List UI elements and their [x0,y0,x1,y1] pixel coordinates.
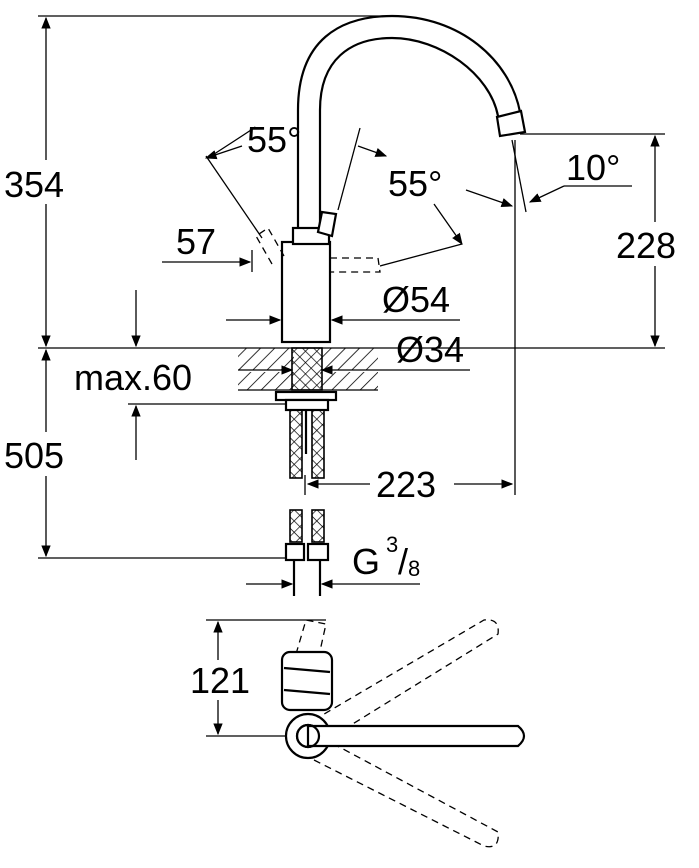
dimension-505-label: 505 [4,435,64,476]
dimension-354-label: 354 [4,164,64,205]
angle-55-right-label: 55° [388,163,442,204]
dimension-505: 505 [0,348,86,558]
thread-numerator: 3 [386,532,398,557]
dimension-121-label: 121 [190,660,250,701]
faucet-body [255,210,381,344]
thread-letter: G [352,541,380,582]
thread-denominator: 8 [408,556,420,581]
dimension-max-60-label: max.60 [74,357,192,398]
dimension-diameter-34-label: Ø34 [396,329,464,370]
thread-g-3-8: G 3 / 8 [246,532,420,589]
angle-55-left-label: 55° [247,119,301,160]
dimension-354: 354 [0,16,86,348]
dimension-diameter-54-label: Ø54 [382,279,450,320]
dimension-diameter-34: Ø34 [238,329,470,375]
countertop-section [238,348,378,391]
angle-10-label: 10° [566,147,620,188]
angle-55-right: 55° [379,163,463,267]
dimension-228-label: 228 [616,225,676,266]
angle-55-left: 55° [204,119,388,239]
dimension-57-label: 57 [176,221,216,262]
plan-view: 121 [186,619,526,848]
mounting-assembly [274,347,338,596]
dimension-223: 223 [306,462,514,505]
dimension-228: 228 [612,134,698,348]
dimension-diameter-54: Ø54 [226,279,460,325]
angle-10-spout: 10° [465,139,632,213]
dimension-223-label: 223 [376,464,436,505]
spout [296,14,527,232]
dimension-max-60: max.60 [74,290,290,460]
reference-lines [38,15,665,559]
thread-slash: / [398,541,408,582]
dimension-57: 57 [162,221,253,272]
